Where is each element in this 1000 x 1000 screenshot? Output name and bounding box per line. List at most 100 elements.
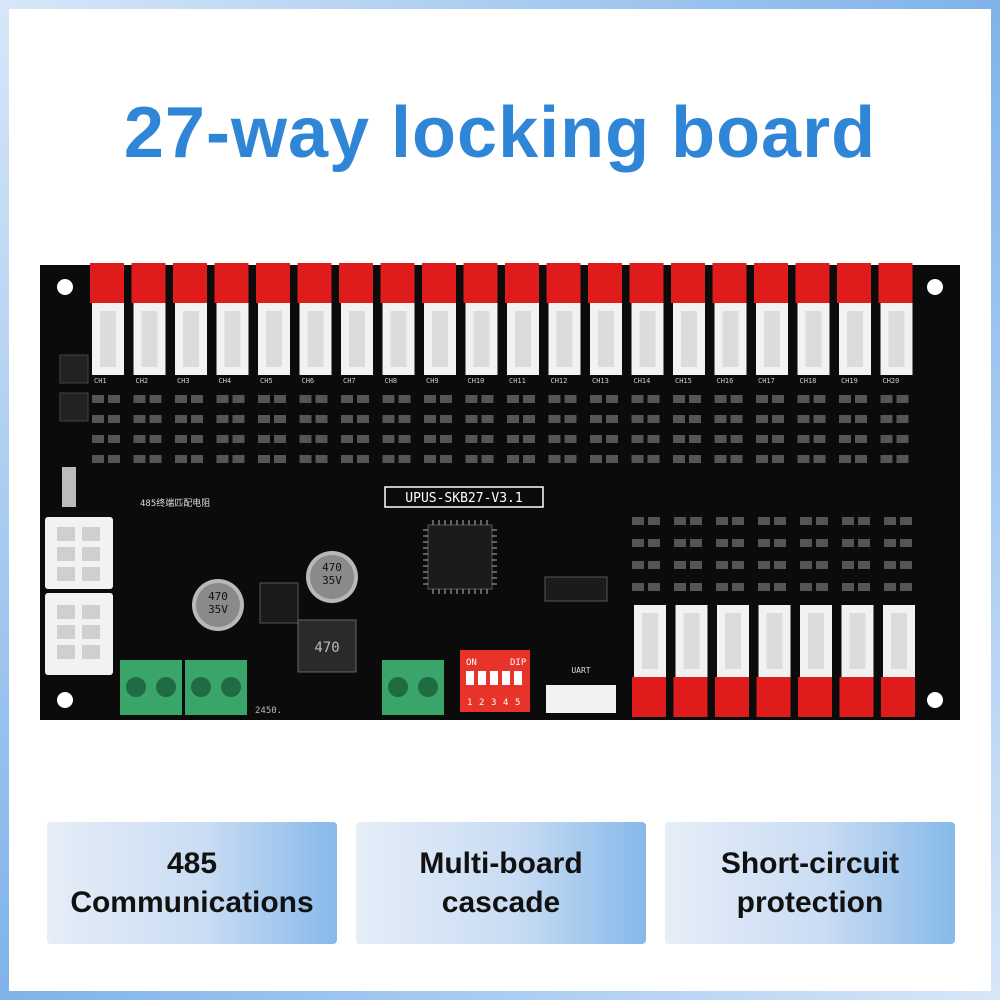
channel-label: CH16: [717, 377, 734, 385]
smd-part: [900, 539, 912, 547]
channel-label: CH12: [551, 377, 568, 385]
smd-part: [523, 435, 535, 443]
smd-part: [590, 455, 602, 463]
smd-part: [315, 395, 328, 403]
smd-part: [108, 415, 120, 423]
smd-part: [299, 415, 312, 423]
smd-part: [357, 415, 369, 423]
feature-label: 485 Communications: [70, 847, 314, 919]
smd-part: [797, 395, 810, 403]
smd-part: [674, 539, 686, 547]
smd-part: [232, 415, 245, 423]
smd-part: [507, 435, 519, 443]
smd-part: [523, 415, 535, 423]
smd-part: [481, 435, 494, 443]
smd-part: [382, 395, 395, 403]
bottom-connector-row: [632, 605, 915, 717]
resistor-label: 485终端匹配电阻: [140, 497, 210, 509]
smd-part: [133, 395, 146, 403]
smd-part: [758, 561, 770, 569]
smd-part: [315, 415, 328, 423]
channel-connector: CH12: [546, 263, 581, 385]
smd-part: [258, 435, 270, 443]
smd-part: [258, 395, 270, 403]
smd-part: [800, 517, 812, 525]
smd-part: [714, 435, 727, 443]
dip-number: 5: [515, 698, 520, 708]
smd-part: [357, 395, 369, 403]
smd-part: [590, 395, 602, 403]
smd-part: [647, 415, 660, 423]
smd-part: [896, 455, 909, 463]
channel-label: CH15: [675, 377, 692, 385]
smd-part: [730, 395, 743, 403]
smd-part: [797, 435, 810, 443]
smd-part: [880, 455, 893, 463]
smd-part: [631, 415, 644, 423]
uart-chip: [544, 576, 608, 602]
smd-part: [564, 415, 577, 423]
smd-part: [716, 539, 728, 547]
smd-part: [108, 395, 120, 403]
power-connector-top: [45, 517, 113, 589]
channel-label: CH6: [302, 377, 315, 385]
smd-part: [813, 415, 826, 423]
terminal-block: [382, 660, 444, 715]
smd-part: [774, 539, 786, 547]
smd-part: [299, 455, 312, 463]
terminal-block: [185, 660, 247, 715]
feature-label: Multi-board cascade: [419, 847, 583, 919]
smd-part: [689, 395, 701, 403]
channel-connector: CH10: [463, 263, 498, 385]
smd-part: [716, 517, 728, 525]
svg-text:470: 470: [322, 561, 342, 574]
channel-connector: [673, 605, 708, 717]
smd-part: [258, 415, 270, 423]
smd-part: [839, 435, 851, 443]
smd-part: [732, 517, 744, 525]
smd-part: [108, 455, 120, 463]
smd-part: [606, 455, 618, 463]
dip-key: [502, 671, 510, 685]
svg-text:35V: 35V: [322, 574, 342, 587]
dip-key: [514, 671, 522, 685]
smd-part: [689, 415, 701, 423]
channel-connector: CH13: [588, 263, 622, 385]
smd-part: [523, 395, 535, 403]
smd-part: [465, 455, 478, 463]
smd-part: [274, 455, 286, 463]
channel-label: CH19: [841, 377, 858, 385]
smd-part: [716, 583, 728, 591]
smd-part: [756, 455, 768, 463]
smd-part: [880, 415, 893, 423]
channel-label: CH9: [426, 377, 439, 385]
smd-part: [797, 455, 810, 463]
mount-hole: [57, 279, 73, 295]
smd-component-area: [92, 395, 912, 591]
smd-part: [855, 435, 867, 443]
smd-part: [647, 435, 660, 443]
smd-part: [732, 561, 744, 569]
smd-part: [842, 517, 854, 525]
smd-part: [357, 435, 369, 443]
smd-part: [816, 517, 828, 525]
channel-connector: CH6: [297, 263, 332, 385]
smd-part: [689, 455, 701, 463]
smd-part: [816, 561, 828, 569]
smd-part: [341, 395, 353, 403]
smd-part: [92, 415, 104, 423]
smd-part: [274, 435, 286, 443]
smd-part: [191, 455, 203, 463]
smd-part: [716, 561, 728, 569]
smd-part: [855, 415, 867, 423]
uart-connector: [546, 685, 616, 713]
smd-part: [772, 395, 784, 403]
inductor: [297, 619, 357, 673]
smd-part: [606, 435, 618, 443]
smd-part: [813, 395, 826, 403]
smd-part: [465, 435, 478, 443]
channel-connector: [839, 605, 874, 717]
channel-connector: CH9: [422, 263, 456, 385]
mcu-chip: [427, 524, 493, 590]
dip-label: DIP: [510, 658, 527, 668]
